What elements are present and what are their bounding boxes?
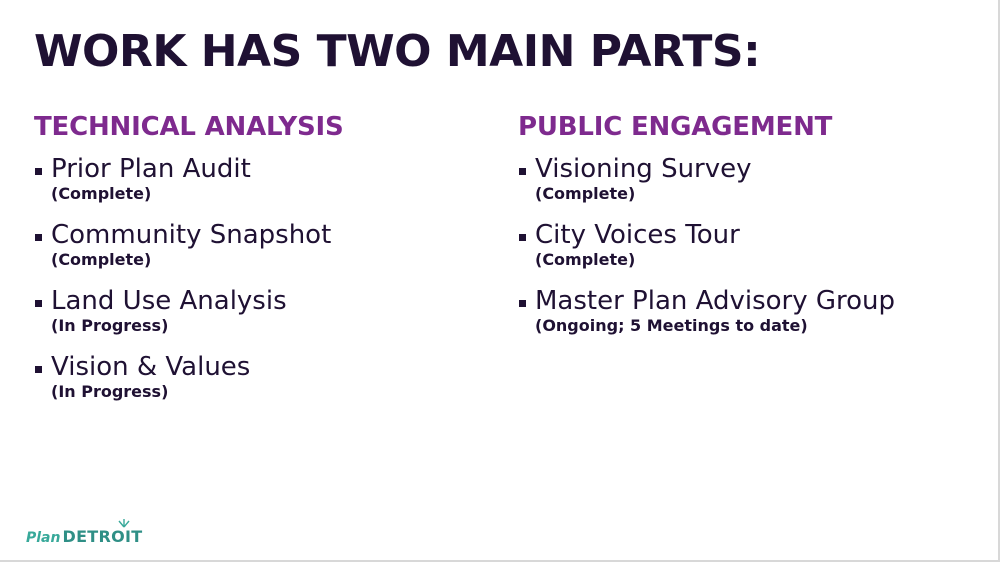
logo-spark-icon (118, 519, 130, 528)
square-bullet-icon (519, 234, 526, 241)
item-status: (In Progress) (51, 382, 169, 401)
item-label: Visioning Survey (535, 154, 752, 184)
square-bullet-icon (35, 234, 42, 241)
plan-detroit-logo: Plan DETROIT (26, 519, 143, 546)
technical-analysis-heading: TECHNICAL ANALYSIS (34, 112, 344, 142)
list-item: Land Use Analysis (In Progress) (34, 286, 343, 335)
item-status: (Complete) (51, 184, 152, 203)
item-label: City Voices Tour (535, 220, 740, 250)
item-label: Prior Plan Audit (51, 154, 251, 184)
public-engagement-column: PUBLIC ENGAGEMENT Visioning Survey (Comp… (518, 112, 895, 352)
list-item: Master Plan Advisory Group (Ongoing; 5 M… (518, 286, 895, 335)
square-bullet-icon (35, 366, 42, 373)
item-status: (Complete) (51, 250, 152, 269)
item-label: Community Snapshot (51, 220, 332, 250)
item-label: Vision & Values (51, 352, 251, 382)
logo-detroit-text: DETROIT (62, 527, 143, 546)
list-item: Community Snapshot (Complete) (34, 220, 343, 269)
list-item: City Voices Tour (Complete) (518, 220, 895, 269)
item-status: (Complete) (535, 250, 636, 269)
square-bullet-icon (519, 168, 526, 175)
item-label: Land Use Analysis (51, 286, 287, 316)
square-bullet-icon (519, 300, 526, 307)
square-bullet-icon (35, 300, 42, 307)
public-engagement-heading: PUBLIC ENGAGEMENT (518, 112, 833, 142)
list-item: Vision & Values (In Progress) (34, 352, 343, 401)
technical-analysis-column: TECHNICAL ANALYSIS Prior Plan Audit (Com… (34, 112, 344, 418)
item-label: Master Plan Advisory Group (535, 286, 896, 316)
list-item: Visioning Survey (Complete) (518, 154, 895, 203)
square-bullet-icon (35, 168, 42, 175)
slide-title: WORK HAS TWO MAIN PARTS: (34, 26, 761, 77)
list-item: Prior Plan Audit (Complete) (34, 154, 343, 203)
item-status: (In Progress) (51, 316, 169, 335)
logo-plan-text: Plan (26, 530, 61, 546)
item-status: (Complete) (535, 184, 636, 203)
item-status: (Ongoing; 5 Meetings to date) (535, 316, 808, 335)
